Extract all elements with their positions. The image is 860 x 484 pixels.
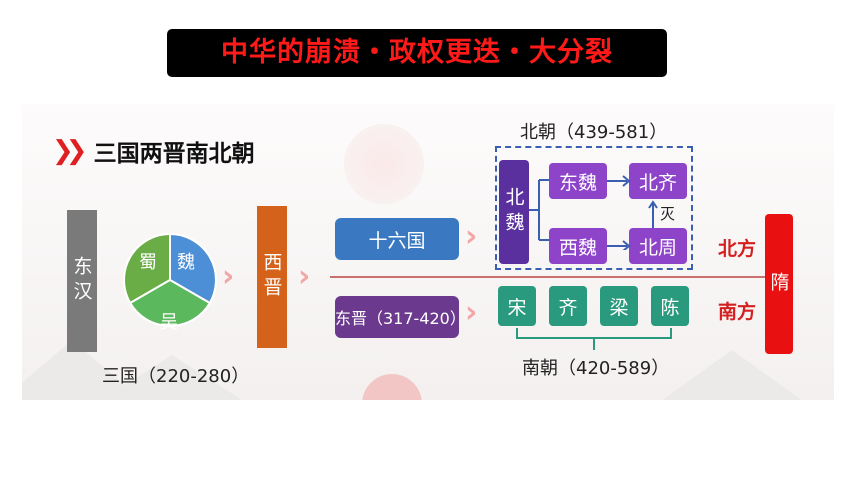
- node-xiwei: 西魏: [549, 228, 607, 264]
- arrow-right-icon: ›: [222, 259, 235, 294]
- arrow-right-icon: ›: [465, 295, 478, 330]
- double-chevron-icon: ❯❯: [52, 136, 87, 166]
- node-dongwei-label: 东魏: [558, 171, 597, 194]
- page-title: 中华的崩溃・政权更迭・大分裂: [167, 29, 667, 77]
- beiwei-split-connector: [529, 179, 553, 241]
- section-title: 三国两晋南北朝: [93, 141, 255, 167]
- node-sui-label: 隋: [767, 271, 790, 297]
- node-beiwei-label: 北魏: [502, 187, 525, 237]
- node-beiqi: 北齐: [629, 163, 687, 199]
- node-beizhou: 北周: [629, 228, 687, 264]
- three-kingdoms-pie: [123, 232, 217, 327]
- node-nanchao-chen-label: 陈: [660, 296, 680, 319]
- nanchao-label: 南朝（420-589）: [522, 358, 670, 379]
- decorative-mountain: [102, 355, 242, 400]
- node-dongjin: 东晋（317-420）: [335, 296, 466, 338]
- succession-arrows: [607, 175, 631, 250]
- north-label: 北方: [718, 238, 757, 260]
- node-nanchao-liang-label: 梁: [609, 296, 629, 319]
- node-nanchao-song: 宋: [498, 286, 536, 326]
- pie-label-shu: 蜀: [139, 252, 157, 273]
- node-xijin-label: 西晋: [260, 252, 283, 302]
- arrow-right-icon: ›: [465, 219, 478, 254]
- node-nanchao-qi-label: 齐: [558, 296, 578, 319]
- beichao-label: 北朝（439-581）: [520, 122, 668, 143]
- node-dongjin-label: 东晋（317-420）: [335, 309, 466, 328]
- node-donghan: 东汉: [67, 210, 97, 352]
- node-xijin: 西晋: [257, 206, 287, 348]
- pie-slice-wu: [128, 278, 212, 327]
- node-donghan-label: 东汉: [70, 256, 93, 306]
- node-dongwei: 东魏: [549, 163, 607, 199]
- north-south-divider: [330, 276, 766, 278]
- nanchao-bracket: [516, 328, 672, 350]
- beichao-frame: [495, 146, 693, 270]
- sanguo-label: 三国（220-280）: [102, 366, 250, 387]
- diagram-panel: ❯❯ 三国两晋南北朝: [22, 104, 834, 400]
- pie-label-wu: 吴: [160, 312, 178, 333]
- node-beizhou-label: 北周: [638, 236, 677, 259]
- node-nanchao-qi: 齐: [549, 286, 587, 326]
- node-xiwei-label: 西魏: [558, 236, 597, 259]
- mie-label: 灭: [660, 205, 676, 223]
- node-sui: 隋: [765, 214, 793, 354]
- decorative-mountain: [662, 350, 802, 400]
- conquest-arrow: [648, 200, 658, 228]
- south-label: 南方: [718, 301, 757, 323]
- section-header: ❯❯ 三国两晋南北朝: [52, 134, 255, 168]
- node-shiliuguo: 十六国: [335, 218, 459, 260]
- node-beiqi-label: 北齐: [638, 171, 677, 194]
- node-nanchao-liang: 梁: [600, 286, 638, 326]
- node-nanchao-song-label: 宋: [507, 296, 527, 319]
- decorative-sun: [344, 124, 424, 204]
- node-nanchao-chen: 陈: [651, 286, 689, 326]
- pie-label-wei: 魏: [177, 252, 195, 273]
- node-shiliuguo-label: 十六国: [368, 229, 426, 252]
- node-beiwei: 北魏: [499, 160, 529, 264]
- decorative-sun-bottom: [362, 374, 422, 400]
- arrow-right-icon: ›: [298, 259, 311, 294]
